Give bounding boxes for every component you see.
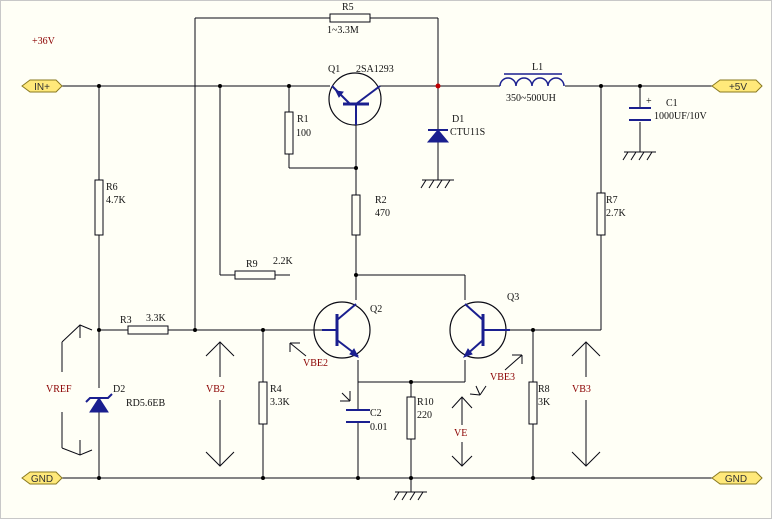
- port-label: IN+: [34, 82, 50, 93]
- component-ref: R4: [270, 384, 282, 395]
- wires: [60, 17, 712, 492]
- port-gnd-right: GND: [711, 471, 763, 485]
- resistor-r10: R10 220: [406, 396, 434, 440]
- junction-dot: [97, 476, 101, 480]
- annotation-ve: VE: [451, 396, 473, 467]
- diode-d1: D1 CTU11S: [426, 114, 485, 143]
- component-ref: R9: [246, 259, 258, 270]
- annotation-vbe3: VBE3: [469, 354, 523, 396]
- component-ref: R1: [297, 114, 309, 125]
- transistor-q1: Q1 2SA1293: [328, 64, 394, 126]
- zener-d2: D2 RD5.6EB: [85, 384, 166, 413]
- component-ref: R6: [106, 182, 118, 193]
- component-value: 3K: [538, 397, 551, 408]
- component-value: 0.01: [370, 422, 388, 433]
- junction-dot: [356, 476, 360, 480]
- component-ref: Q1: [328, 64, 340, 75]
- component-ref: C2: [370, 408, 382, 419]
- junction-dot: [354, 273, 358, 277]
- component-ref: Q2: [370, 304, 382, 315]
- resistor-r8: R8 3K: [528, 381, 551, 425]
- component-ref: R7: [606, 195, 618, 206]
- junction-dot: [193, 328, 197, 332]
- component-value: 470: [375, 208, 390, 219]
- component-value: 3.3K: [146, 313, 167, 324]
- annotation-label: VREF: [46, 384, 72, 395]
- junctions: [97, 83, 642, 480]
- capacitor-c2: C2 0.01: [346, 408, 388, 433]
- component-ref: R8: [538, 384, 550, 395]
- ground-symbol-d1: [420, 179, 454, 189]
- annotation-vref: VREF: [46, 324, 93, 456]
- annotation-label: VBE3: [490, 372, 515, 383]
- junction-dot: [97, 328, 101, 332]
- component-value: RD5.6EB: [126, 398, 166, 409]
- capacitor-c1: + C1 1000UF/10V: [629, 96, 708, 122]
- component-ref: R3: [120, 315, 132, 326]
- component-ref: Q3: [507, 292, 519, 303]
- resistor-r4: R4 3.3K: [258, 381, 291, 425]
- port-in-plus: IN+: [21, 79, 63, 93]
- annotation-label: VBE2: [303, 358, 328, 369]
- transistor-q3: Q3: [449, 292, 519, 359]
- resistor-r9: R9 2.2K: [234, 256, 294, 280]
- port-gnd-left: GND: [21, 471, 63, 485]
- resistor-r1: R1 100: [284, 111, 311, 155]
- component-value: 100: [296, 128, 311, 139]
- junction-dot: [531, 476, 535, 480]
- annotation-label: VB3: [572, 384, 591, 395]
- component-ref: L1: [532, 62, 543, 73]
- component-ref: D1: [452, 114, 464, 125]
- junction-dot: [261, 476, 265, 480]
- component-ref: R5: [342, 2, 354, 13]
- transistor-q2: Q2: [313, 301, 382, 359]
- supply-label: +36V: [32, 36, 56, 47]
- port-out-5v: +5V: [711, 79, 763, 93]
- ground-symbol-r10: [393, 491, 427, 501]
- port-label: GND: [725, 474, 747, 485]
- capacitor-polarity: +: [646, 96, 652, 107]
- junction-dot: [435, 83, 441, 89]
- junction-dot: [287, 84, 291, 88]
- component-ref: C1: [666, 98, 678, 109]
- annotation-label: VE: [454, 428, 467, 439]
- junction-dot: [409, 476, 413, 480]
- inductor-l1: L1 350~500UH: [499, 62, 565, 104]
- resistor-r5: R5 1~3.3M: [327, 2, 371, 36]
- resistor-r2: R2 470: [351, 194, 390, 236]
- junction-dot: [261, 328, 265, 332]
- annotation-vb3: VB3: [571, 341, 601, 467]
- junction-dot: [599, 84, 603, 88]
- junction-dot: [97, 84, 101, 88]
- annotation-vbe2: VBE2: [289, 342, 351, 402]
- ground-symbol-c1: [622, 151, 656, 161]
- component-value: 1000UF/10V: [654, 111, 708, 122]
- port-label: +5V: [729, 82, 747, 93]
- annotation-vb2: VB2: [205, 341, 235, 467]
- component-value: 220: [417, 410, 432, 421]
- junction-dot: [218, 84, 222, 88]
- component-ref: D2: [113, 384, 125, 395]
- component-value: 2.7K: [606, 208, 627, 219]
- port-label: GND: [31, 474, 53, 485]
- junction-dot: [531, 328, 535, 332]
- component-ref: R10: [417, 397, 434, 408]
- component-value: CTU11S: [450, 127, 485, 138]
- resistor-r3: R3 3.3K: [120, 313, 169, 335]
- component-value: 1~3.3M: [327, 25, 359, 36]
- component-value: 2SA1293: [356, 64, 394, 75]
- component-value: 350~500UH: [506, 93, 556, 104]
- resistor-r7: R7 2.7K: [596, 192, 627, 236]
- component-value: 2.2K: [273, 256, 294, 267]
- junction-dot: [638, 84, 642, 88]
- component-ref: R2: [375, 195, 387, 206]
- component-value: 3.3K: [270, 397, 291, 408]
- component-value: 4.7K: [106, 195, 127, 206]
- junction-dot: [354, 166, 358, 170]
- annotation-label: VB2: [206, 384, 225, 395]
- junction-dot: [409, 380, 413, 384]
- resistor-r6: R6 4.7K: [94, 179, 127, 236]
